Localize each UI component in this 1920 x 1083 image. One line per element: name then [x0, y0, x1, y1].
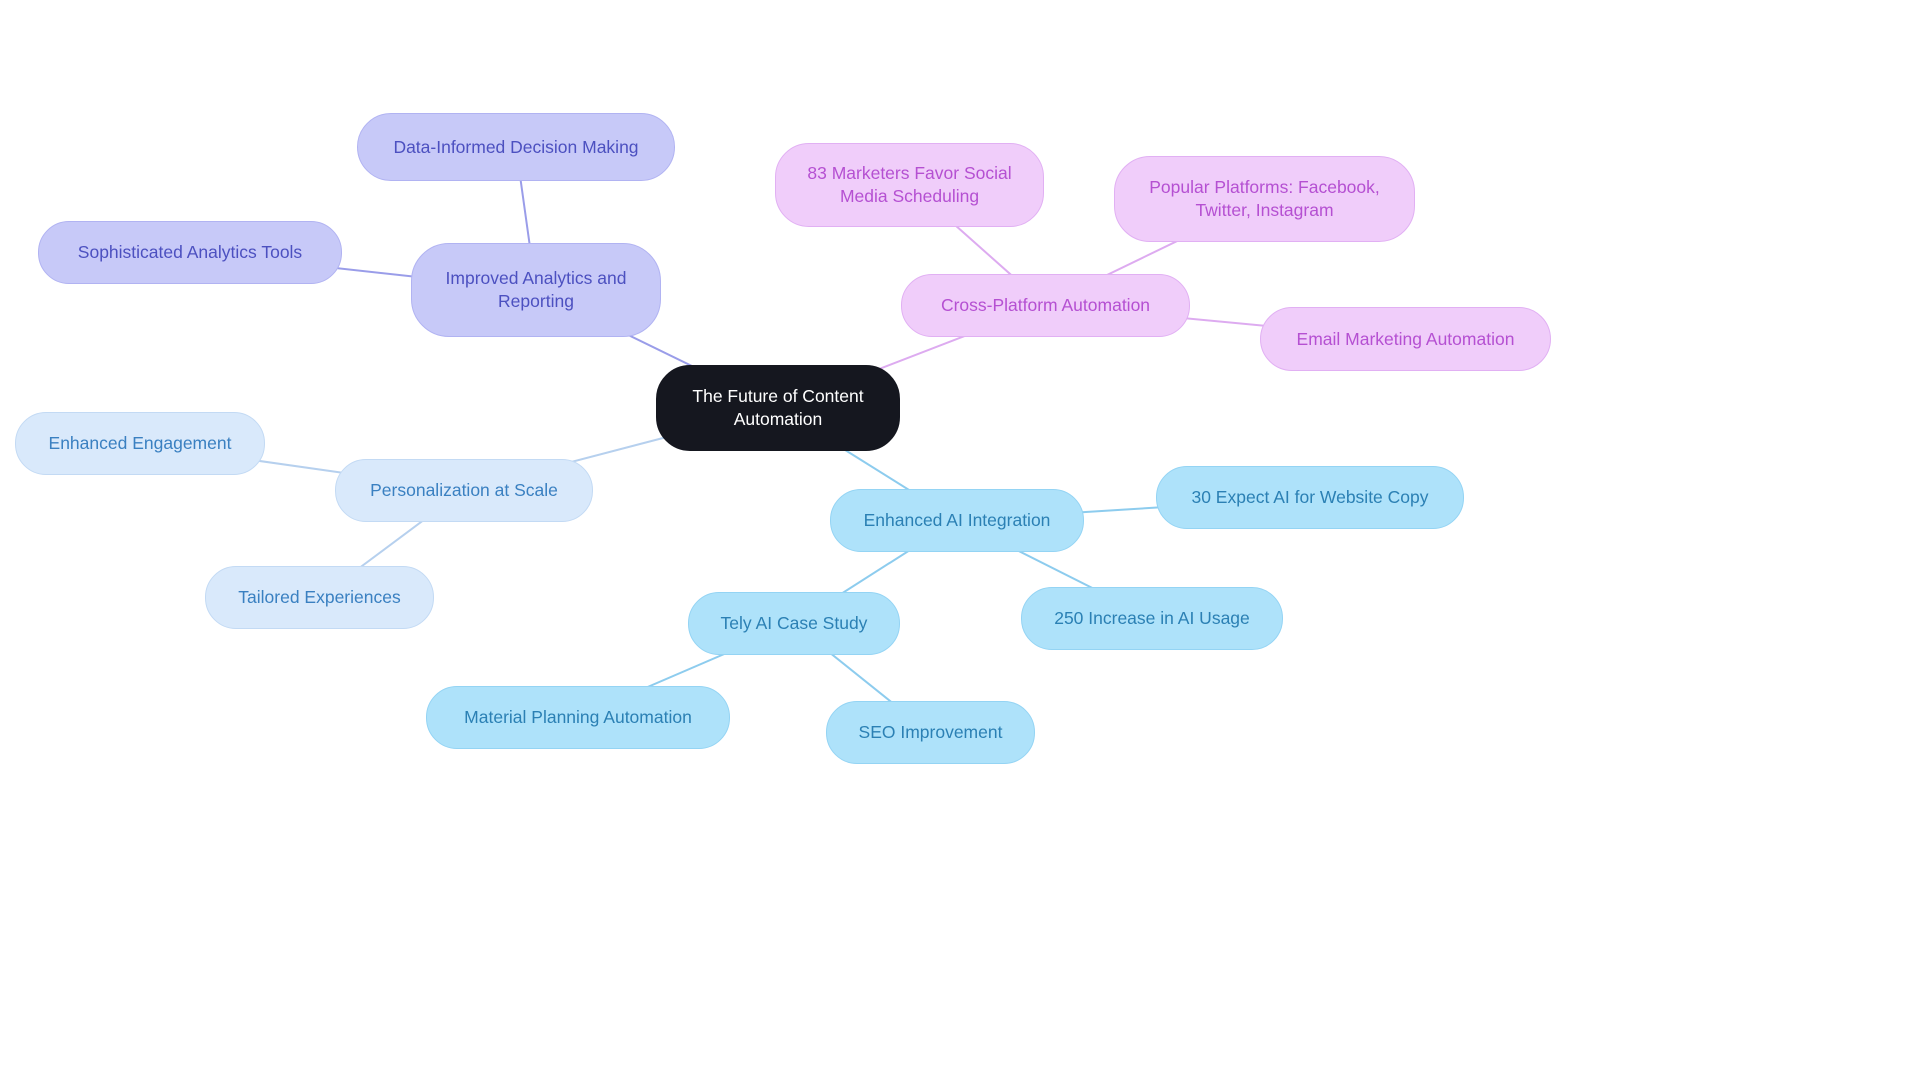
node-label: SEO Improvement [858, 722, 1003, 743]
node-label: Email Marketing Automation [1296, 328, 1515, 349]
node-label: Enhanced Engagement [48, 433, 232, 454]
node-label: Enhanced AI Integration [863, 510, 1051, 531]
node-label: Material Planning Automation [464, 707, 692, 728]
node-250-increase-ai-usage[interactable]: 250 Increase in AI Usage [1021, 587, 1283, 650]
node-personalization-at-scale[interactable]: Personalization at Scale [335, 459, 593, 522]
node-material-planning-automation[interactable]: Material Planning Automation [426, 686, 730, 749]
node-tely-ai-case-study[interactable]: Tely AI Case Study [688, 592, 900, 655]
node-label: 250 Increase in AI Usage [1054, 608, 1250, 629]
node-label: 30 Expect AI for Website Copy [1191, 487, 1429, 508]
node-30-expect-ai-website-copy[interactable]: 30 Expect AI for Website Copy [1156, 466, 1464, 529]
node-enhanced-ai-integration[interactable]: Enhanced AI Integration [830, 489, 1084, 552]
node-label: The Future of Content Automation [692, 386, 864, 429]
node-83-marketers-social-scheduling[interactable]: 83 Marketers Favor Social Media Scheduli… [775, 143, 1044, 227]
node-label: 83 Marketers Favor Social Media Scheduli… [807, 163, 1012, 206]
node-label: Cross-Platform Automation [940, 295, 1151, 316]
node-email-marketing-automation[interactable]: Email Marketing Automation [1260, 307, 1551, 371]
node-improved-analytics-reporting[interactable]: Improved Analytics and Reporting [411, 243, 661, 337]
node-label: Tailored Experiences [238, 587, 401, 608]
node-data-informed-decision-making[interactable]: Data-Informed Decision Making [357, 113, 675, 181]
node-label: Data-Informed Decision Making [393, 136, 639, 157]
node-enhanced-engagement[interactable]: Enhanced Engagement [15, 412, 265, 475]
node-label: Tely AI Case Study [720, 613, 868, 634]
node-label: Improved Analytics and Reporting [445, 268, 627, 311]
node-label: Sophisticated Analytics Tools [77, 242, 303, 263]
node-label: Popular Platforms: Facebook, Twitter, In… [1149, 177, 1380, 220]
node-popular-platforms[interactable]: Popular Platforms: Facebook, Twitter, In… [1114, 156, 1415, 242]
node-cross-platform-automation[interactable]: Cross-Platform Automation [901, 274, 1190, 337]
node-label: Personalization at Scale [370, 480, 558, 501]
node-tailored-experiences[interactable]: Tailored Experiences [205, 566, 434, 629]
node-seo-improvement[interactable]: SEO Improvement [826, 701, 1035, 764]
node-sophisticated-analytics-tools[interactable]: Sophisticated Analytics Tools [38, 221, 342, 284]
node-central[interactable]: The Future of Content Automation [656, 365, 900, 451]
